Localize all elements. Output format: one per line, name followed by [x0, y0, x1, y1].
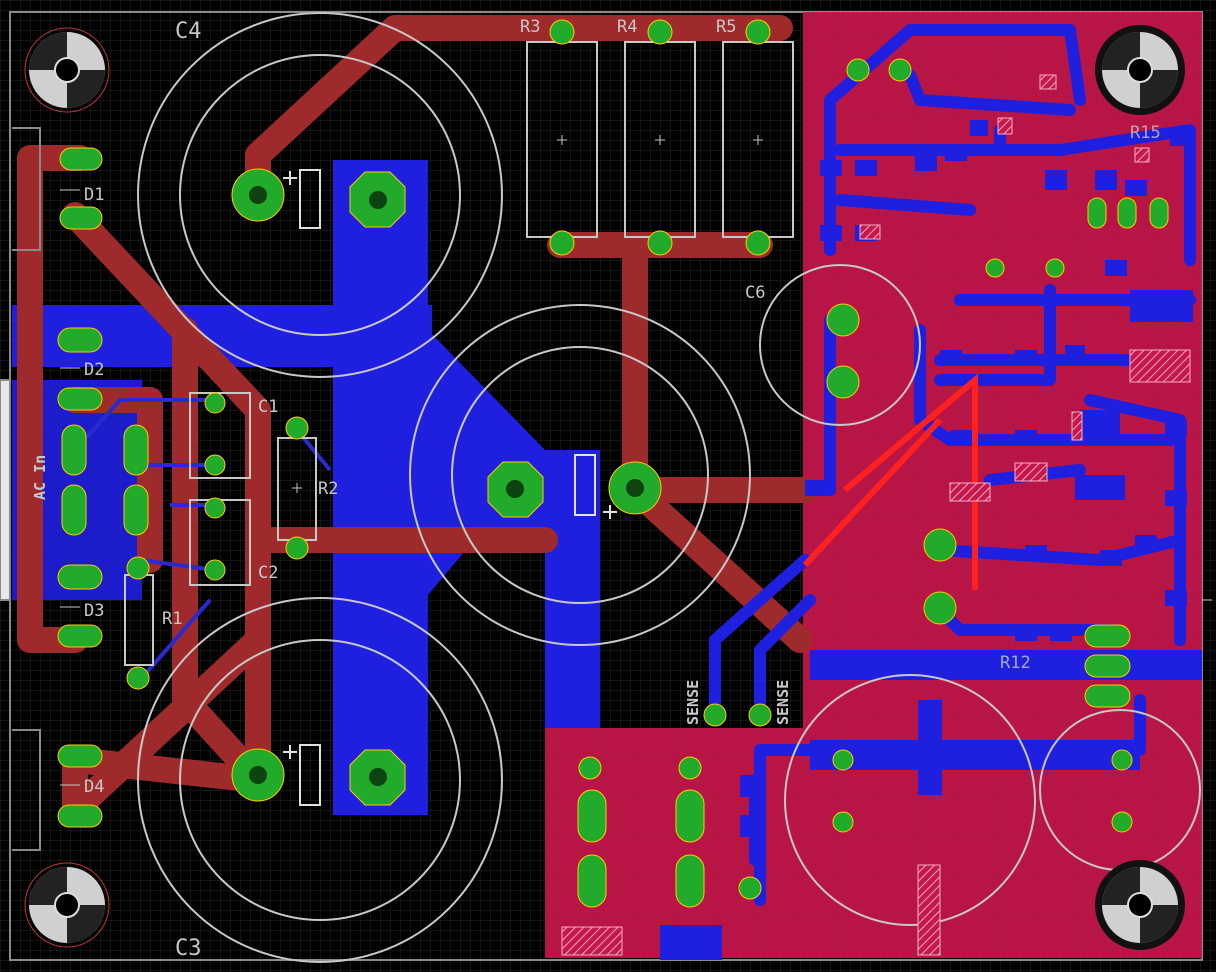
label-c4: C4	[175, 19, 202, 44]
label-r3: R3	[520, 17, 540, 37]
silk-marks	[60, 135, 1212, 786]
label-d3: D3	[84, 601, 104, 621]
label-c1: C1	[258, 397, 278, 417]
mount-hole-br	[1095, 860, 1185, 950]
mount-hole-tl	[24, 27, 110, 113]
label-r5: R5	[716, 17, 736, 37]
mount-hole-bl	[24, 862, 110, 948]
label-sense-right: SENSE	[774, 680, 792, 725]
highlight-traces	[802, 373, 978, 590]
label-c2: C2	[258, 563, 278, 583]
mounting-holes	[24, 25, 1185, 950]
polarity-marks	[283, 169, 617, 806]
label-c3: C3	[175, 936, 202, 961]
ac-connector-outline	[0, 127, 41, 851]
hatched-areas	[561, 74, 1191, 956]
label-r1: R1	[162, 609, 182, 629]
top-copper-pour	[545, 12, 1202, 958]
label-r2: R2	[318, 479, 338, 499]
label-d4: D4	[84, 777, 104, 797]
label-d2: D2	[84, 360, 104, 380]
component-labels: C4 C3 C6 C1 C2 D1 D2 D3 D4 R1 R2 R3 R4 R…	[31, 17, 1161, 961]
drill-holes	[249, 186, 644, 786]
through-hole-pads	[57, 147, 1169, 908]
label-r12: R12	[1000, 653, 1031, 673]
label-c6: C6	[745, 283, 765, 303]
label-r4: R4	[617, 17, 637, 37]
mount-hole-tr	[1095, 25, 1185, 115]
label-d1: D1	[84, 185, 104, 205]
label-r15: R15	[1130, 123, 1161, 143]
round-pads	[126, 19, 1133, 900]
label-ac-in: AC In	[31, 455, 49, 500]
label-sense-left: SENSE	[684, 680, 702, 725]
capacitor-outlines	[137, 12, 1201, 963]
